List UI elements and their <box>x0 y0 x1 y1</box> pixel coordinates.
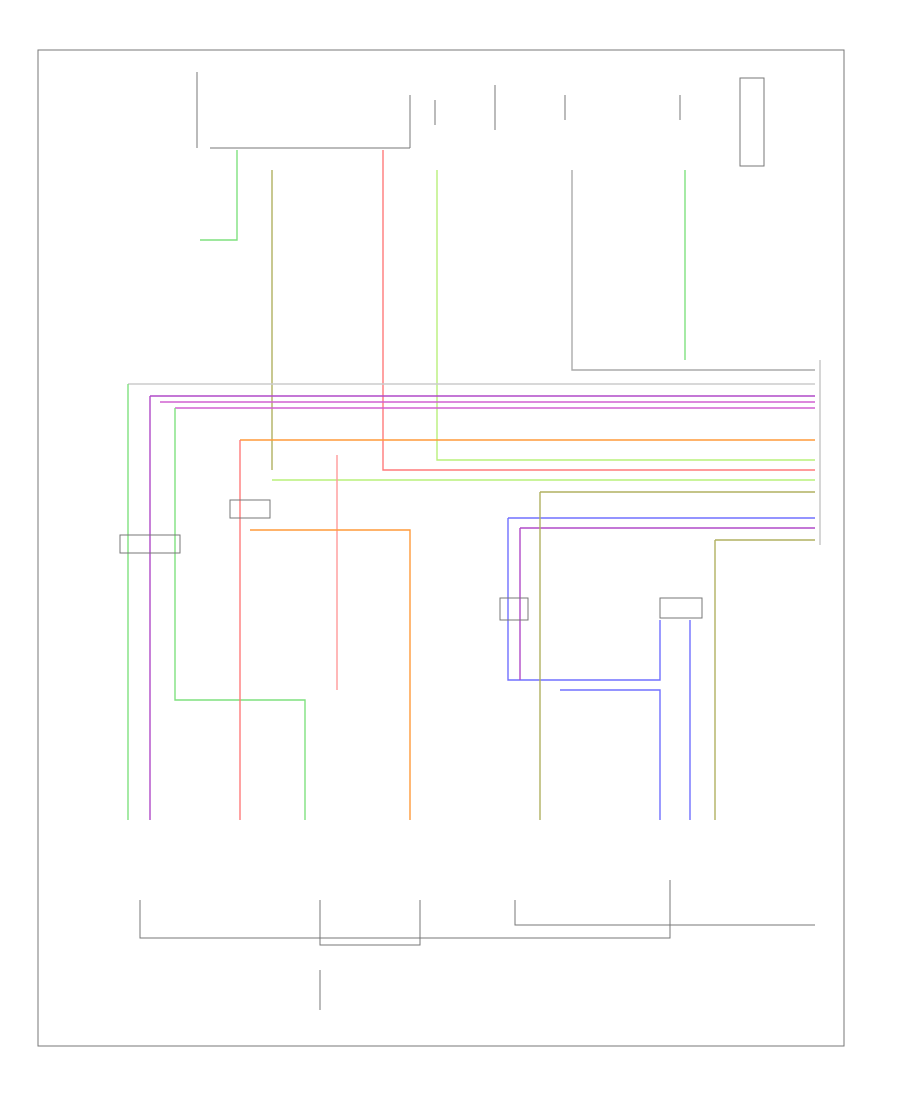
bus-wires <box>128 383 815 541</box>
right-verticals <box>507 492 716 820</box>
integration-relay <box>196 72 411 149</box>
ground-bus <box>139 880 815 1010</box>
diagram-frame <box>37 49 845 1047</box>
fuse-stubs <box>434 77 765 167</box>
left-verticals <box>127 384 411 820</box>
top-wires <box>200 150 815 471</box>
components <box>119 499 703 621</box>
